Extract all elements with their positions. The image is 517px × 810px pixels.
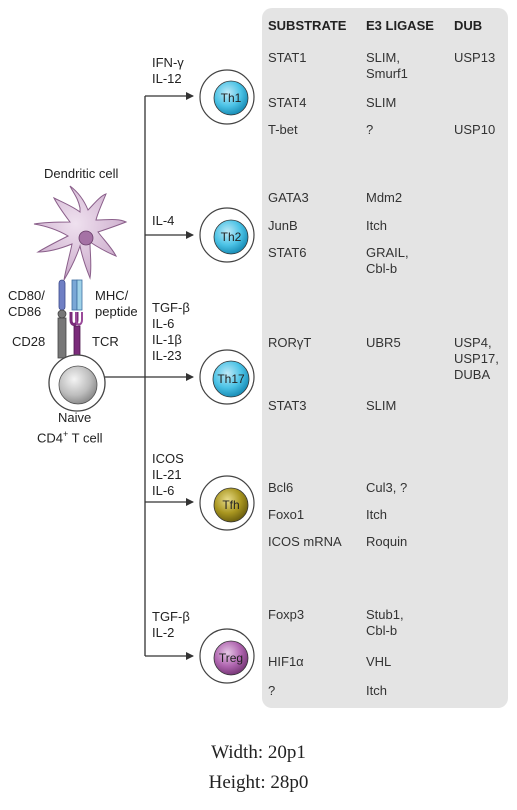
- cytokines-th2: IL-4: [152, 213, 175, 228]
- dendritic-cell-icon: [33, 185, 128, 281]
- e3-cell: Itch: [366, 218, 387, 233]
- tcr-label: TCR: [92, 334, 119, 349]
- th2-label: Th2: [221, 230, 242, 244]
- cd80-receptor-icon: [57, 279, 67, 319]
- substrate-cell: ICOS mRNA: [268, 534, 342, 549]
- th2-cell: Th2: [199, 207, 255, 263]
- cytokines-tfh: ICOS IL-21 IL-6: [152, 451, 184, 498]
- cd80-cd86-label: CD80/ CD86: [8, 288, 45, 319]
- e3-cell: VHL: [366, 654, 392, 669]
- treg-label: Treg: [219, 651, 243, 665]
- mhc-peptide-icon: [71, 279, 83, 311]
- treg-cell: Treg: [199, 628, 255, 684]
- cd28-receptor-icon: [57, 317, 67, 359]
- substrate-cell: ?: [268, 683, 276, 698]
- cd4-t-cell-label: CD4+ T cell: [37, 426, 102, 446]
- substrate-cell: T-bet: [268, 122, 298, 137]
- header-e3-ligase: E3 LIGASE: [366, 18, 434, 33]
- substrate-cell: STAT4: [268, 95, 307, 110]
- tcr-receptor-icon: [69, 312, 83, 357]
- th1-label: Th1: [221, 91, 242, 105]
- footer-height: Height: 28p0: [208, 772, 309, 793]
- e3-cell: SLIM: [366, 95, 397, 110]
- substrate-cell: Foxp3: [268, 607, 305, 622]
- substrate-cell: GATA3: [268, 190, 309, 205]
- mhc-peptide-label: MHC/ peptide: [95, 288, 138, 319]
- e3-cell: Itch: [366, 683, 387, 698]
- header-substrate: SUBSTRATE: [268, 18, 347, 33]
- substrate-cell: JunB: [268, 218, 298, 233]
- cd4-superscript: +: [63, 429, 69, 439]
- substrate-cell: STAT6: [268, 245, 307, 260]
- cytokines-th17: TGF-β IL-6 IL-1β IL-23: [152, 300, 190, 363]
- substrate-cell: STAT1: [268, 50, 307, 65]
- substrate-cell: HIF1α: [268, 654, 304, 669]
- dub-cell: USP4, USP17, DUBA: [454, 335, 499, 382]
- naive-t-cell-icon: [48, 354, 106, 412]
- cytokines-treg: TGF-β IL-2: [152, 609, 190, 640]
- substrate-cell: Foxo1: [268, 507, 305, 522]
- e3-cell: SLIM, Smurf1: [366, 50, 408, 81]
- e3-cell: SLIM: [366, 398, 397, 413]
- dendritic-cell-label: Dendritic cell: [44, 166, 119, 181]
- e3-cell: Roquin: [366, 534, 408, 549]
- th17-label: Th17: [217, 372, 245, 386]
- th17-cell: Th17: [199, 349, 255, 405]
- e3-cell: Cul3, ?: [366, 480, 408, 495]
- substrate-cell: STAT3: [268, 398, 307, 413]
- dub-cell: USP10: [454, 122, 496, 137]
- e3-cell: GRAIL, Cbl-b: [366, 245, 409, 276]
- dub-cell: USP13: [454, 50, 496, 65]
- cd4-text: CD4: [37, 430, 64, 446]
- footer-width: Width: 20p1: [211, 742, 306, 763]
- tfh-label: Tfh: [222, 498, 239, 512]
- cytokines-th1: IFN-γ IL-12: [152, 55, 184, 86]
- t-cell-text: T cell: [68, 430, 103, 446]
- e3-cell: Mdm2: [366, 190, 403, 205]
- e3-cell: ?: [366, 122, 374, 137]
- cd28-label: CD28: [12, 334, 46, 349]
- substrate-cell: RORγT: [268, 335, 312, 350]
- e3-cell: UBR5: [366, 335, 401, 350]
- table-panel: [262, 8, 508, 708]
- naive-label: Naive: [58, 410, 92, 425]
- branch-arrows: [98, 92, 194, 660]
- th1-cell: Th1: [199, 69, 255, 125]
- e3-cell: Itch: [366, 507, 387, 522]
- header-dub: DUB: [454, 18, 483, 33]
- e3-cell: Stub1, Cbl-b: [366, 607, 404, 638]
- substrate-cell: Bcl6: [268, 480, 294, 495]
- tfh-cell: Tfh: [199, 475, 255, 531]
